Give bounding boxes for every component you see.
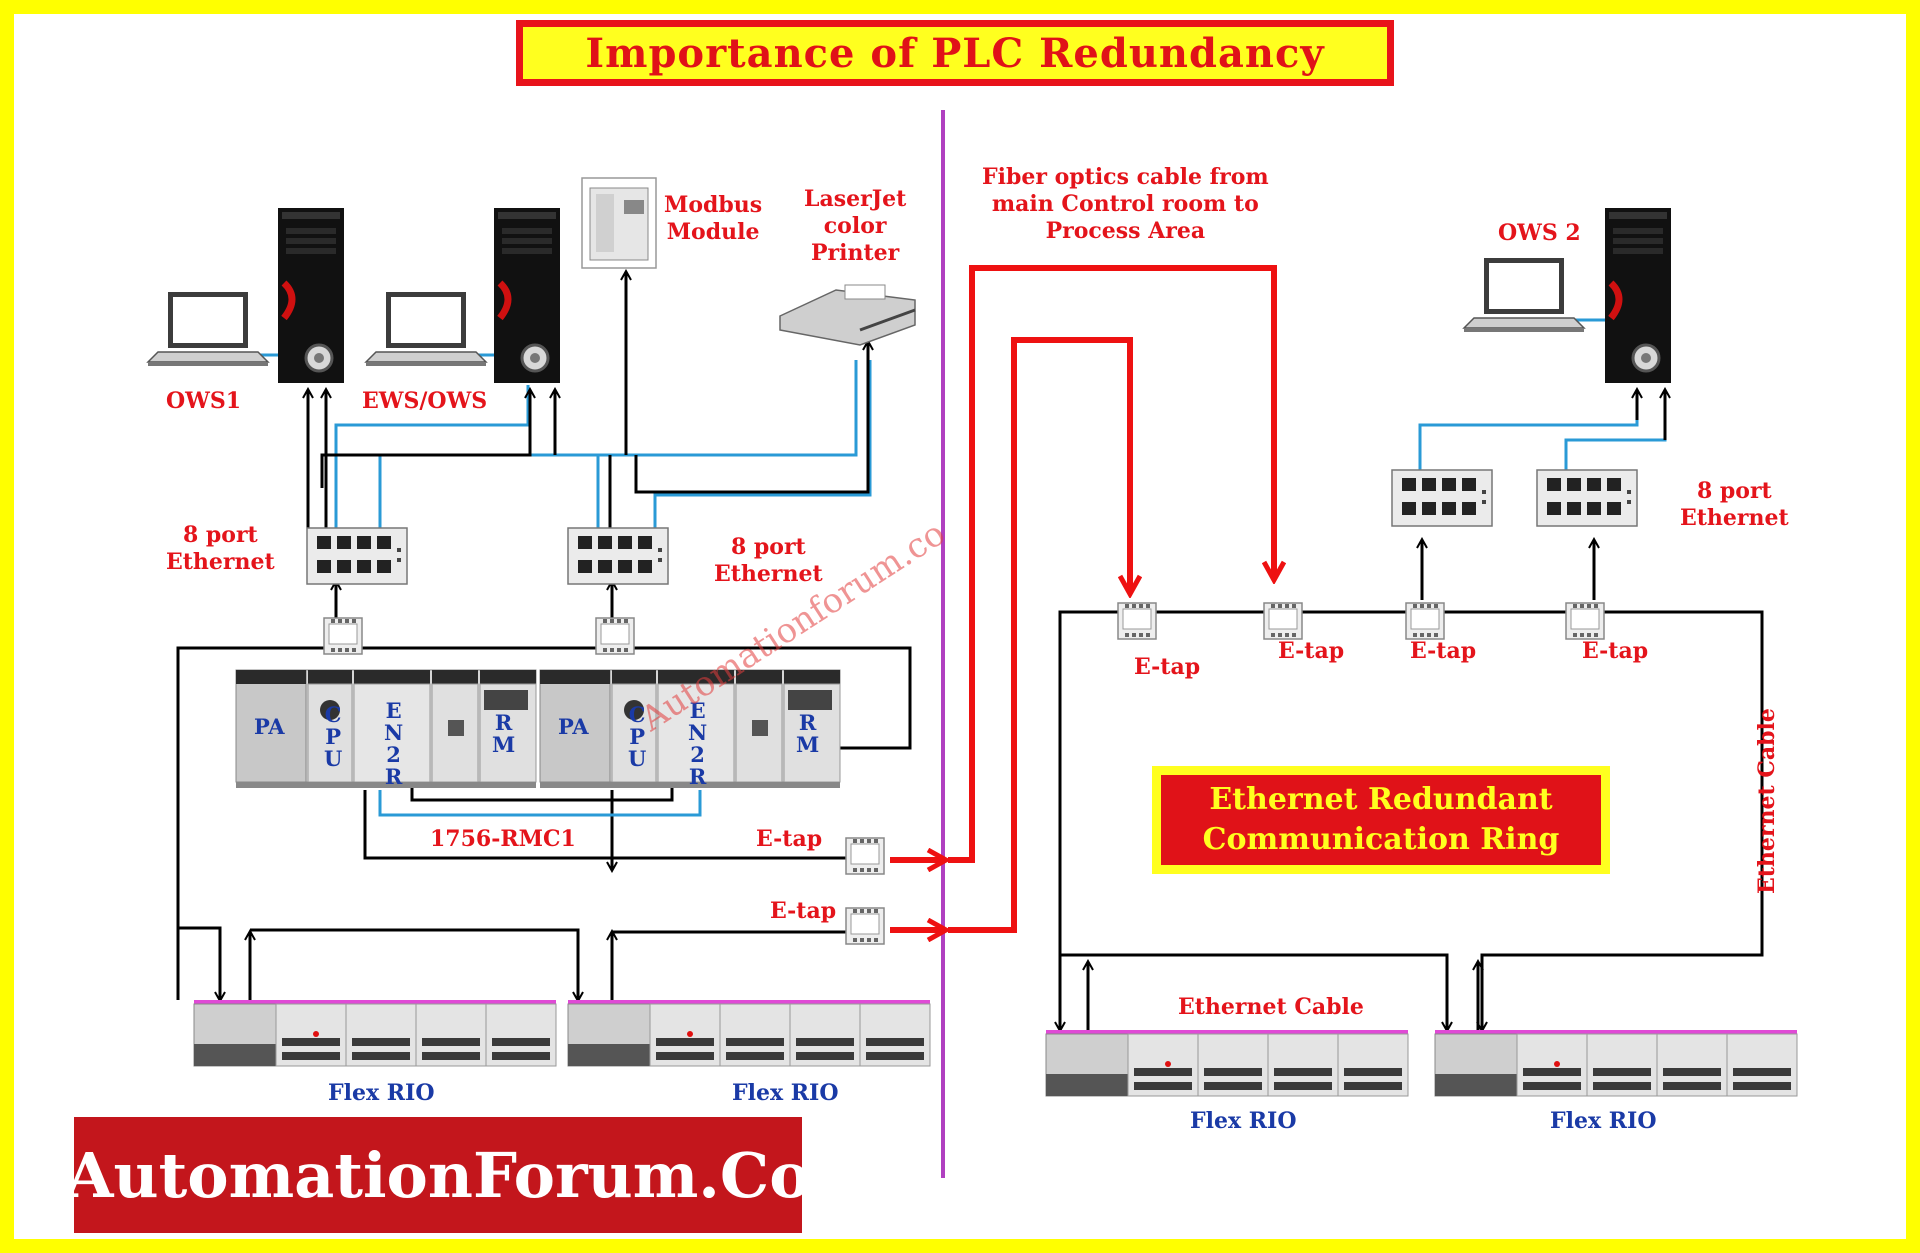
brand-logo: AutomationForum.Co (65, 1117, 811, 1233)
slot-pa: PA (254, 714, 285, 739)
ring-label: Ethernet Redundant Communication Ring (1161, 775, 1601, 865)
flex-rio-label: Flex RIO (1190, 1108, 1297, 1134)
switch-mid-label: 8 port Ethernet (714, 534, 823, 587)
flex-rio-label: Flex RIO (732, 1080, 839, 1106)
etap-label: E-tap (1134, 654, 1201, 680)
switch-right-label: 8 port Ethernet (1680, 478, 1789, 531)
switch-left-label: 8 port Ethernet (166, 522, 275, 575)
ethernet-cable-vertical-label: Ethernet Cable (1754, 708, 1780, 894)
rmc-label: 1756-RMC1 (430, 826, 576, 852)
etap-label: E-tap (1410, 638, 1477, 664)
etap-label: E-tap (756, 826, 823, 852)
slot-cpu: C P U (324, 702, 343, 771)
etap-label: E-tap (1582, 638, 1649, 664)
slot-en2r: E N 2 R (384, 698, 404, 789)
modbus-label: Modbus Module (664, 192, 763, 245)
ows1-label: OWS1 (166, 388, 242, 414)
ring-banner: Ethernet Redundant Communication Ring (1152, 766, 1610, 874)
ethernet-cable-label: Ethernet Cable (1178, 994, 1364, 1020)
etap-label: E-tap (1278, 638, 1345, 664)
slot-en2r: E N 2 R (688, 698, 708, 789)
printer-device (779, 284, 916, 346)
slot-cpu: C P U (628, 702, 647, 771)
etap-label: E-tap (770, 898, 837, 924)
ews-ows-label: EWS/OWS (362, 388, 488, 414)
slot-rm: R M (492, 710, 516, 757)
fiber-label: Fiber optics cable from main Control roo… (982, 164, 1269, 244)
laserjet-label: LaserJet color Printer (804, 186, 907, 266)
page-title: Importance of PLC Redundancy (585, 29, 1325, 77)
ows2-label: OWS 2 (1498, 220, 1581, 246)
slot-rm: R M (796, 710, 820, 757)
modbus-module-device (581, 177, 657, 269)
title-banner: Importance of PLC Redundancy (516, 20, 1394, 86)
flex-rio-label: Flex RIO (328, 1080, 435, 1106)
slot-pa: PA (558, 714, 589, 739)
flex-rio-label: Flex RIO (1550, 1108, 1657, 1134)
